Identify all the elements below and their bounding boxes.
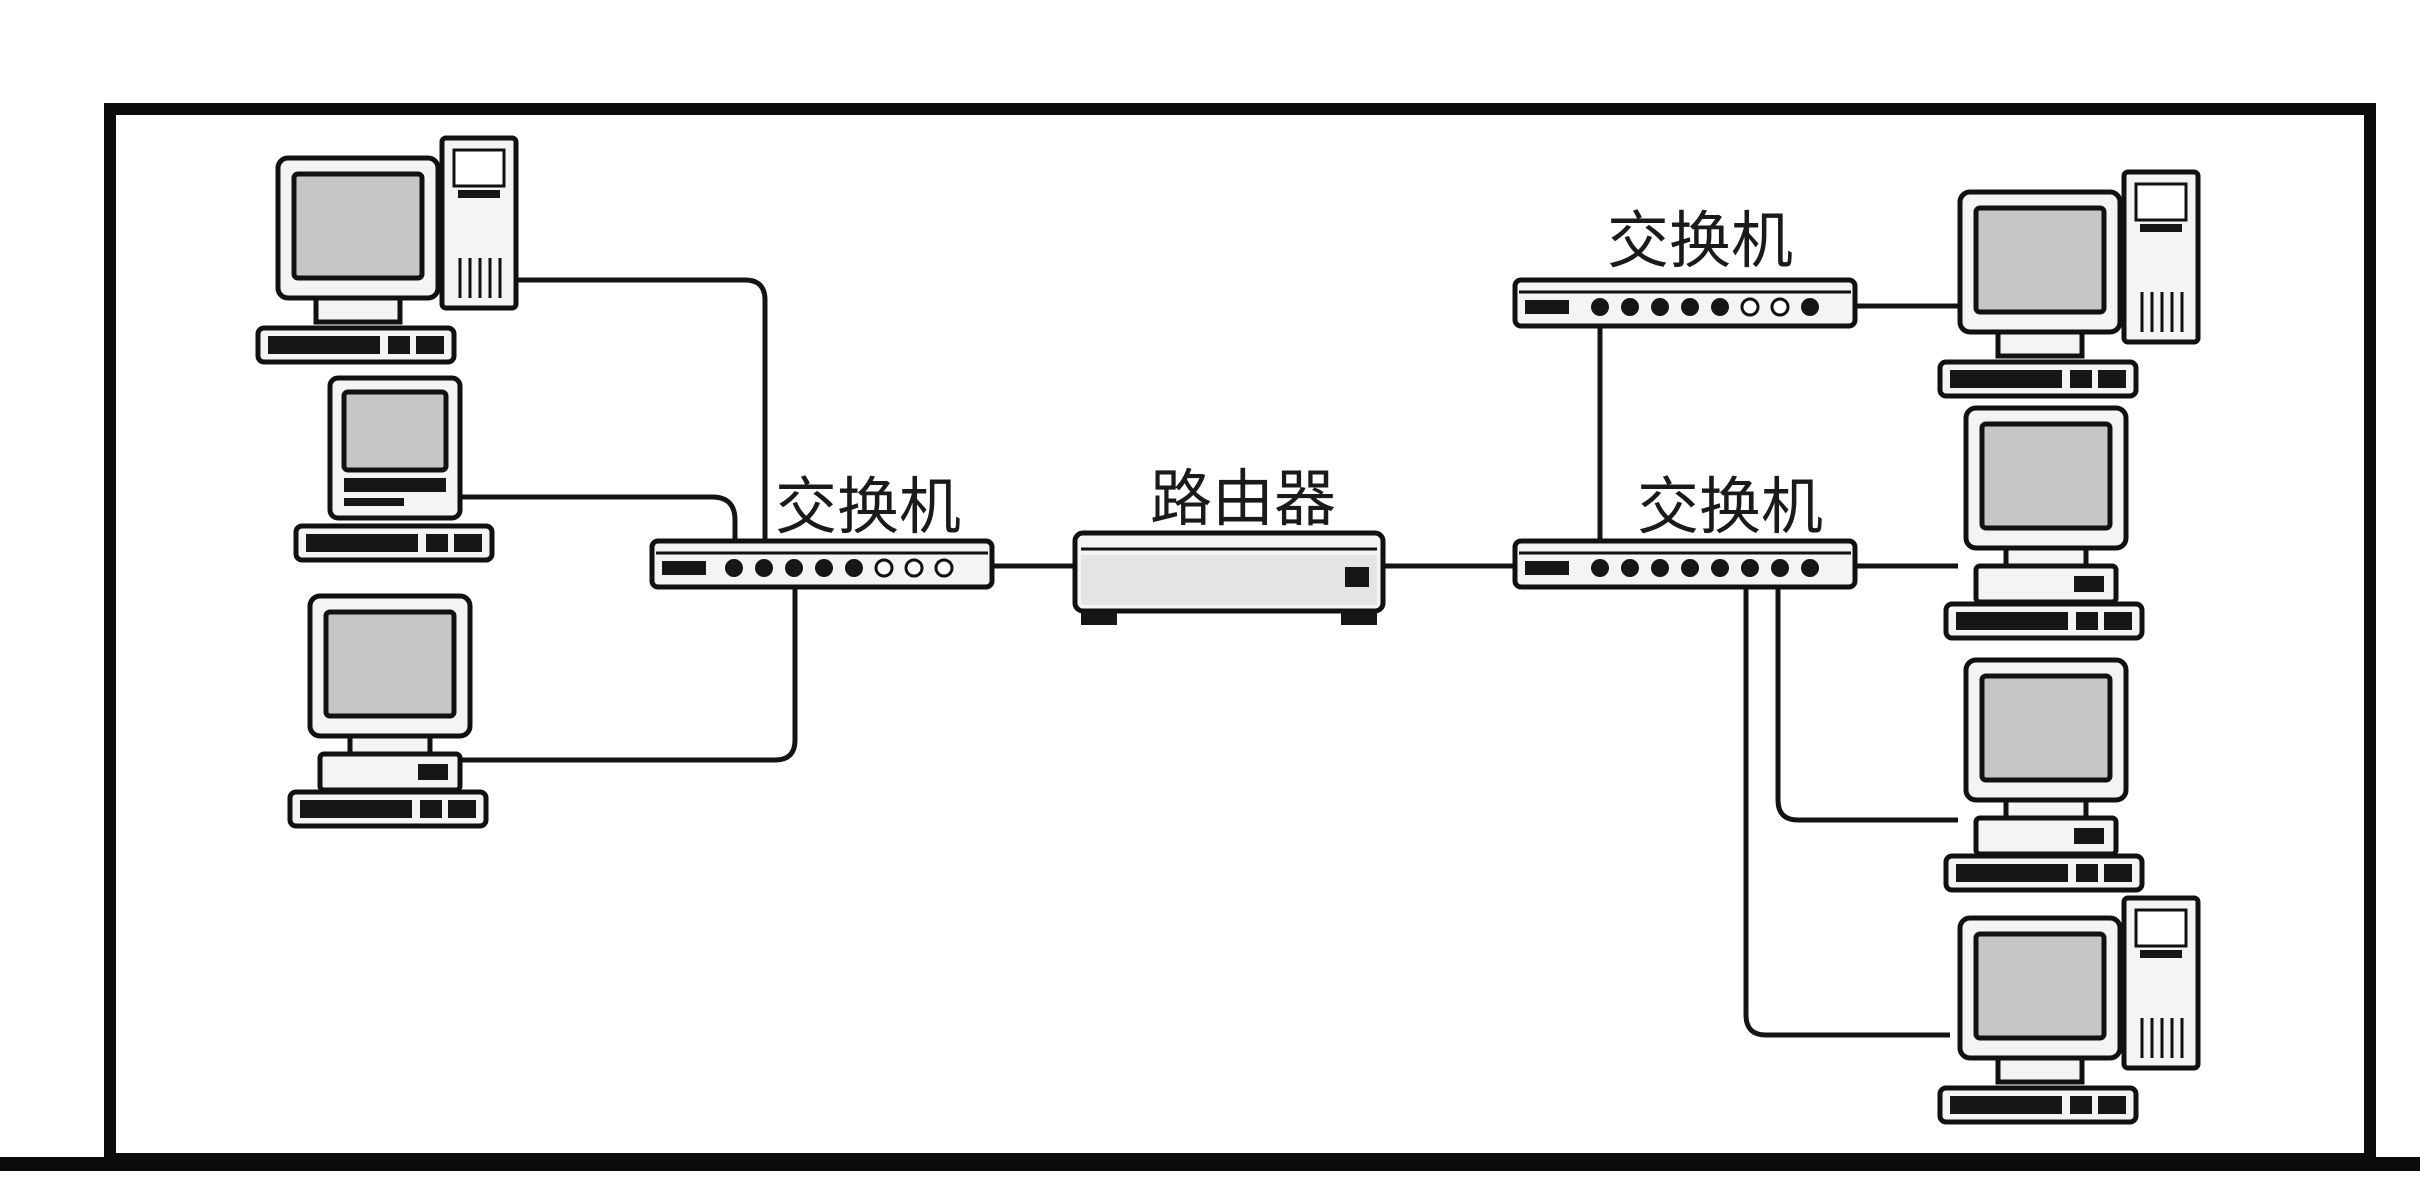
cable-left-pc2	[460, 494, 738, 566]
switch-left-label: 交换机	[775, 470, 961, 543]
cable-right-pc4	[1743, 566, 1950, 1038]
router	[1072, 530, 1386, 625]
switch-right-top-label: 交换机	[1607, 204, 1793, 277]
left-pc-2	[296, 378, 492, 560]
right-pc-4	[1940, 898, 2198, 1122]
switch-right-top	[1515, 280, 1855, 326]
right-pc-2	[1946, 408, 2142, 638]
cable-left-pc3	[460, 566, 798, 763]
router-label: 路由器	[1150, 462, 1336, 535]
left-pc-3	[290, 596, 486, 826]
cable-left-pc1	[518, 277, 768, 566]
right-pc-1	[1940, 172, 2198, 396]
switch-right-bottom-label: 交换机	[1637, 470, 1823, 543]
switch-right-bottom	[1515, 541, 1855, 587]
cable-right-pc3	[1775, 566, 1958, 823]
switch-left	[652, 541, 992, 587]
right-pc-3	[1946, 660, 2142, 890]
left-pc-1	[258, 138, 516, 362]
cables	[460, 277, 1962, 1038]
